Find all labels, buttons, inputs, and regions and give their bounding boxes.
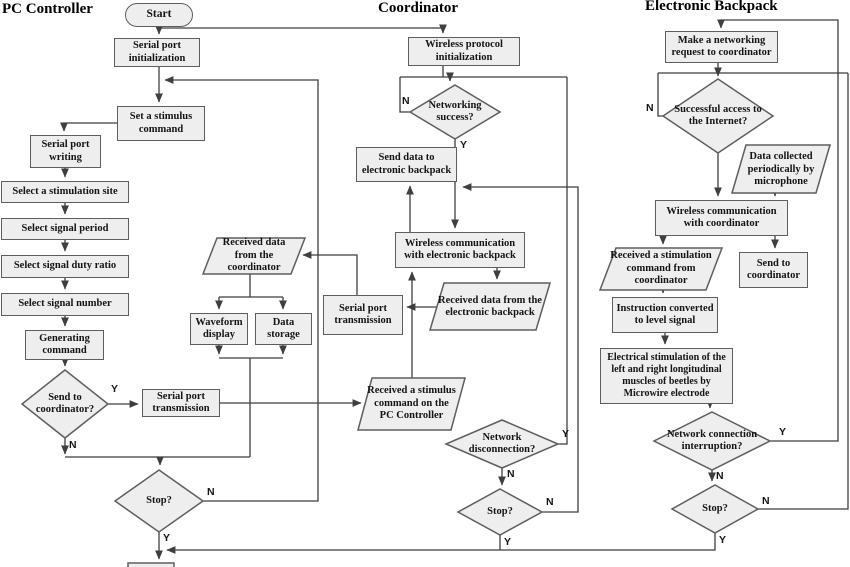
node-serial-port-transmission-coord: Serial port transmission (323, 295, 403, 335)
node-select-signal-period: Select signal period (1, 218, 129, 240)
node-successful-access-q: Successful access to the Internet? (674, 103, 762, 127)
title-coordinator: Coordinator (378, 0, 458, 16)
label-stop-pc-yes: Y (163, 532, 171, 544)
node-stop-coord-q: Stop? (487, 505, 513, 517)
network-interruption-diamond (652, 411, 772, 471)
label-stop-backpack-no: N (762, 495, 770, 507)
stop-backpack-diamond (670, 484, 760, 534)
node-select-signal-number: Select signal number (1, 293, 129, 316)
label-networking-success-yes: Y (460, 139, 468, 151)
node-make-networking-request: Make a networking request to coordinator (665, 31, 778, 63)
node-stop-backpack-q: Stop? (702, 502, 728, 514)
node-received-stimulation-command: Received a stimulation command from coor… (610, 250, 712, 287)
node-set-stimulus-command: Set a stimulus command (117, 106, 205, 141)
node-received-stimulus-on-pc: Received a stimulus command on the PC Co… (367, 385, 456, 422)
node-network-interruption-q: Network connection interruption? (666, 428, 758, 452)
received-stimulus-on-pc-parallelogram (357, 377, 466, 431)
node-serial-port-initialization: Serial port initialization (114, 38, 200, 67)
node-electrical-stimulation: Electrical stimulation of the left and r… (600, 348, 733, 404)
node-select-stimulation-site: Select a stimulation site (1, 181, 129, 203)
label-network-interruption-no: N (716, 470, 724, 482)
title-electronic-backpack: Electronic Backpack (645, 0, 778, 14)
stop-pc-diamond (113, 469, 205, 533)
node-data-collected-microphone: Data collected periodically by microphon… (747, 151, 815, 188)
node-data-storage: Data storage (255, 313, 312, 345)
network-disconnection-diamond (444, 419, 560, 469)
node-generating-command: Generating command (25, 330, 104, 360)
label-stop-coord-yes: Y (504, 536, 512, 548)
label-stop-pc-no: N (207, 486, 215, 498)
label-send-coordinator-yes: Y (111, 383, 119, 395)
node-waveform-display: Waveform display (190, 313, 248, 345)
node-stop-pc-q: Stop? (146, 494, 172, 506)
node-wireless-comm-coordinator: Wireless communication with coordinator (655, 200, 788, 236)
received-data-from-backpack-parallelogram (428, 282, 552, 331)
node-networking-success-q: Networking success? (428, 99, 482, 123)
node-start: Start (125, 3, 193, 27)
node-send-to-coordinator-q: Send to coordinator? (35, 391, 95, 415)
successful-access-diamond (661, 78, 775, 154)
label-stop-coord-no: N (546, 496, 554, 508)
label-network-disconnection-yes: Y (562, 428, 570, 440)
node-received-data-from-backpack: Received data from the electronic backpa… (438, 294, 542, 318)
stop-coord-diamond (456, 488, 544, 536)
label-send-coordinator-no: N (69, 439, 77, 451)
shape-layer (20, 78, 831, 567)
connectors (60, 19, 849, 560)
label-networking-success-no: N (402, 95, 410, 107)
label-network-interruption-yes: Y (779, 426, 787, 438)
label-stop-backpack-yes: Y (719, 534, 727, 546)
label-network-disconnection-no: N (507, 468, 515, 480)
node-send-to-coordinator: Send to coordinator (739, 252, 808, 288)
node-wireless-comm-backpack: Wireless communication with electronic b… (395, 232, 525, 268)
data-collected-microphone-parallelogram (731, 144, 831, 194)
title-pc-controller: PC Controller (2, 1, 93, 17)
node-select-signal-duty-ratio: Select signal duty ratio (1, 255, 129, 278)
received-stimulation-command-parallelogram (598, 247, 724, 291)
node-serial-port-writing: Serial port writing (30, 135, 101, 168)
node-wireless-protocol-initialization: Wireless protocol initialization (408, 37, 520, 66)
label-successful-access-no: N (646, 102, 654, 114)
node-received-data-from-coordinator: Received data from the coordinator (222, 237, 286, 274)
node-send-data-to-backpack: Send data to electronic backpack (356, 147, 457, 182)
end-terminator-partial (127, 562, 175, 567)
received-data-from-coordinator-parallelogram (201, 237, 307, 275)
networking-success-diamond (408, 84, 502, 140)
node-serial-port-transmission-pc: Serial port transmission (142, 389, 220, 417)
node-instruction-converted: Instruction converted to level signal (612, 297, 718, 333)
node-network-disconnection-q: Network disconnection? (468, 431, 536, 455)
send-to-coordinator-diamond (20, 369, 110, 439)
